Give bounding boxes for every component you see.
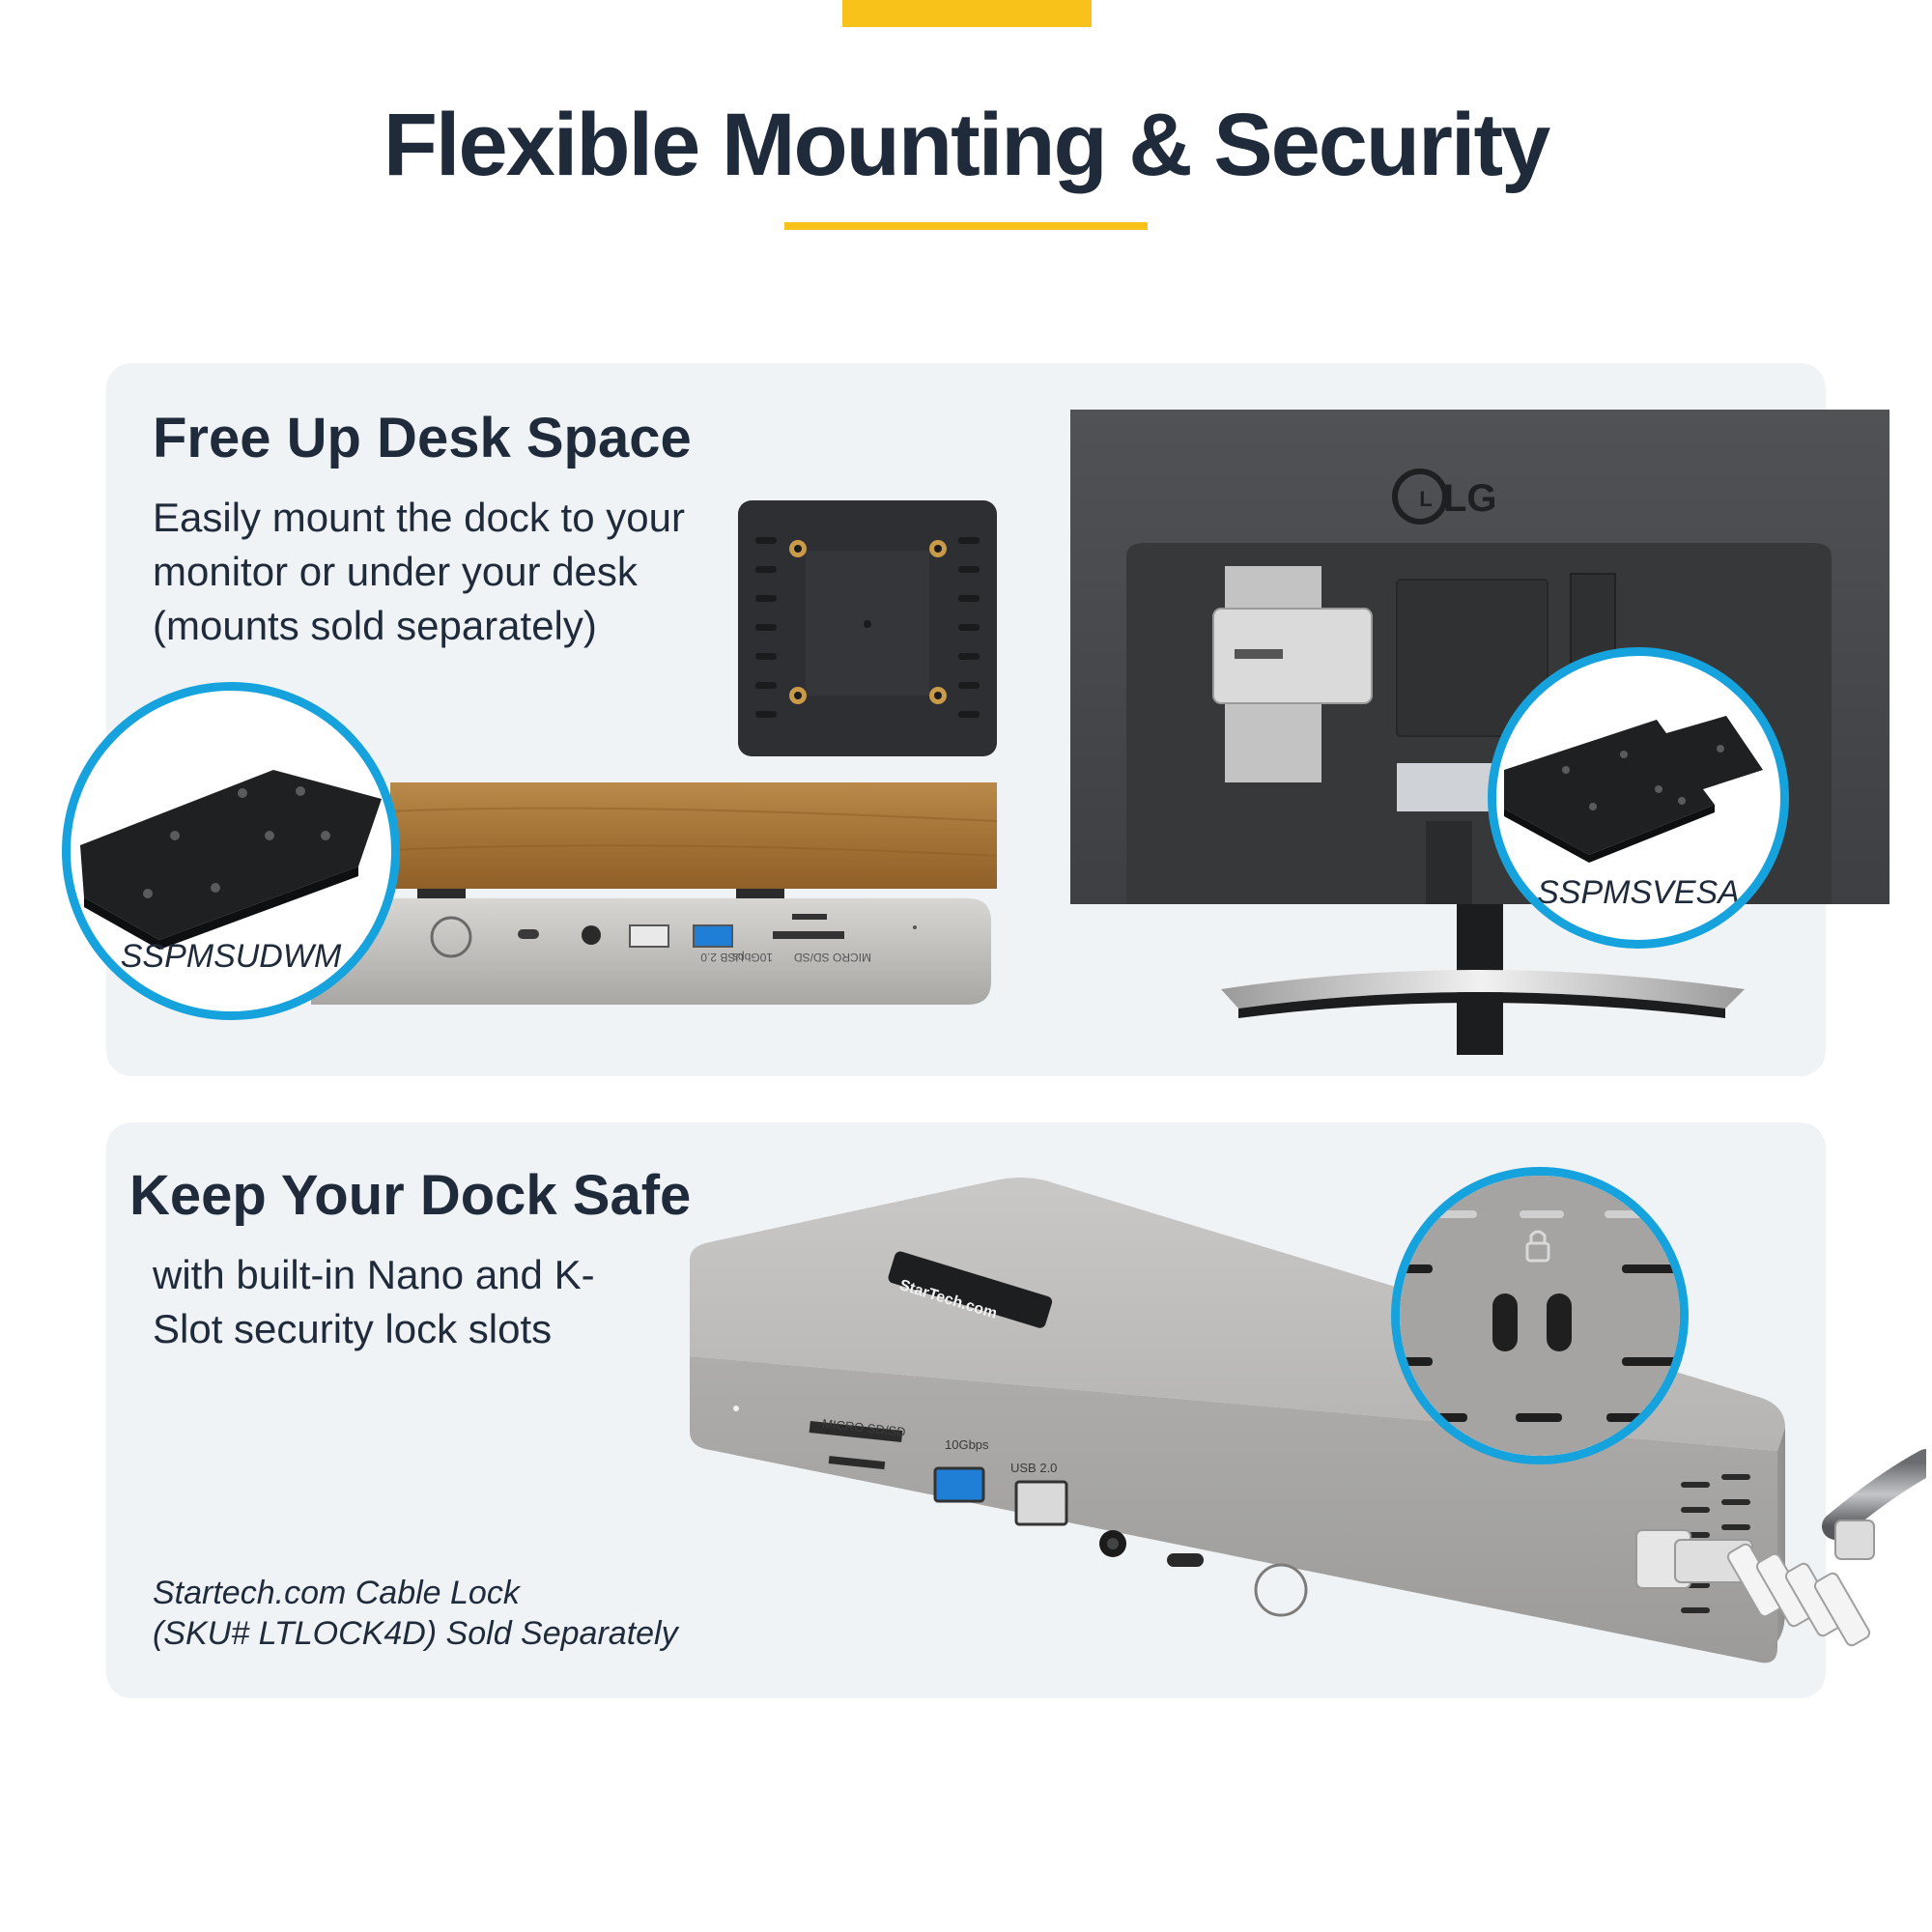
vesa-plate-image bbox=[738, 500, 997, 756]
dock-port-label-10gbps: 10Gbps bbox=[731, 951, 773, 964]
monitor-brand-logo: LG bbox=[1443, 477, 1497, 520]
page-title: Flexible Mounting & Security bbox=[383, 96, 1551, 194]
lock-slot-closeup bbox=[1400, 1176, 1680, 1456]
vesa-mount-plate bbox=[1504, 716, 1763, 863]
lock-slot-callout bbox=[1391, 1167, 1689, 1464]
security-heading: Keep Your Dock Safe bbox=[129, 1164, 692, 1227]
under-desk-mount-plate bbox=[80, 770, 382, 950]
usb-2-label: USB 2.0 bbox=[1010, 1461, 1058, 1475]
cable-lock-note-line1: Startech.com Cable Lock bbox=[153, 1575, 520, 1611]
svg-text:L: L bbox=[1419, 487, 1432, 511]
vesa-mount-label: SSPMSVESA bbox=[1537, 874, 1740, 911]
security-description: with built-in Nano and K-Slot security l… bbox=[153, 1252, 595, 1351]
under-desk-dock-image bbox=[311, 782, 997, 1010]
usb-10gbps-label: 10Gbps bbox=[945, 1437, 989, 1452]
vesa-mount-callout: SSPMSVESA bbox=[1488, 647, 1789, 949]
under-desk-mount-label: SSPMSUDWM bbox=[120, 938, 342, 975]
mounting-description: Easily mount the dock to your monitor or… bbox=[153, 495, 685, 648]
lock-icon bbox=[1525, 1230, 1550, 1263]
top-accent-bar bbox=[842, 0, 1092, 27]
dock-port-label-sd: MICRO SD/SD bbox=[793, 951, 871, 964]
mounting-heading: Free Up Desk Space bbox=[153, 407, 692, 469]
monitor-back-image: L bbox=[1068, 410, 1891, 1055]
cable-lock-note-line2: (SKU# LTLOCK4D) Sold Separately bbox=[153, 1615, 678, 1652]
title-underline bbox=[784, 222, 1148, 230]
under-desk-mount-callout: SSPMSUDWM bbox=[62, 682, 400, 1020]
dock-with-cable-lock-image bbox=[676, 1167, 1926, 1731]
